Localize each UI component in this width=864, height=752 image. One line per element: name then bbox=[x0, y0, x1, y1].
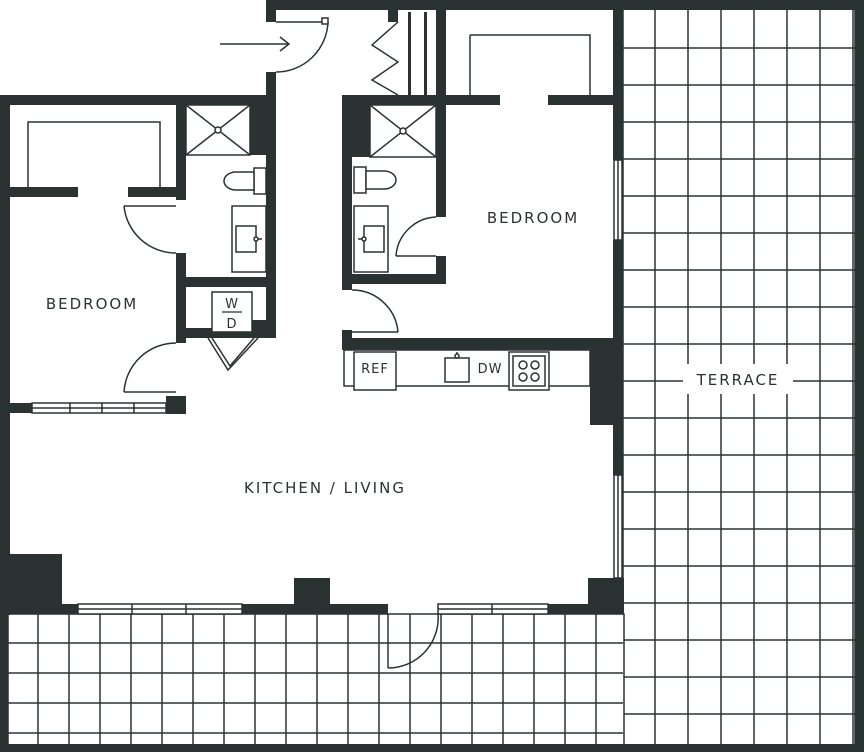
washer-dryer: W D bbox=[211, 291, 253, 333]
room-label-bedroom-right: BEDROOM bbox=[487, 209, 579, 227]
entry-arrow-icon bbox=[220, 36, 291, 52]
doors bbox=[27, 17, 591, 669]
terrace-tiles-bottom bbox=[7, 613, 625, 746]
sink-icon bbox=[353, 205, 389, 273]
windows bbox=[31, 159, 623, 615]
terrace-tiles-right bbox=[622, 7, 856, 746]
room-label-bedroom-left: BEDROOM bbox=[46, 295, 138, 313]
terrace-label-backing bbox=[683, 364, 793, 394]
sink-icon bbox=[444, 352, 470, 383]
refrigerator-label: REF bbox=[361, 362, 389, 377]
stove-icon bbox=[512, 355, 546, 387]
sink-icon bbox=[231, 205, 267, 273]
walls bbox=[0, 0, 626, 615]
washer-label: W bbox=[225, 297, 239, 312]
room-label-terrace: TERRACE bbox=[696, 371, 780, 389]
shower-icon bbox=[185, 104, 251, 156]
toilet-icon bbox=[223, 167, 267, 195]
toilet-icon bbox=[353, 166, 397, 194]
dryer-label: D bbox=[226, 317, 237, 332]
room-label-kitchen-living: KITCHEN / LIVING bbox=[244, 479, 406, 497]
shower-icon bbox=[369, 104, 437, 158]
dishwasher-label: DW bbox=[478, 362, 503, 377]
